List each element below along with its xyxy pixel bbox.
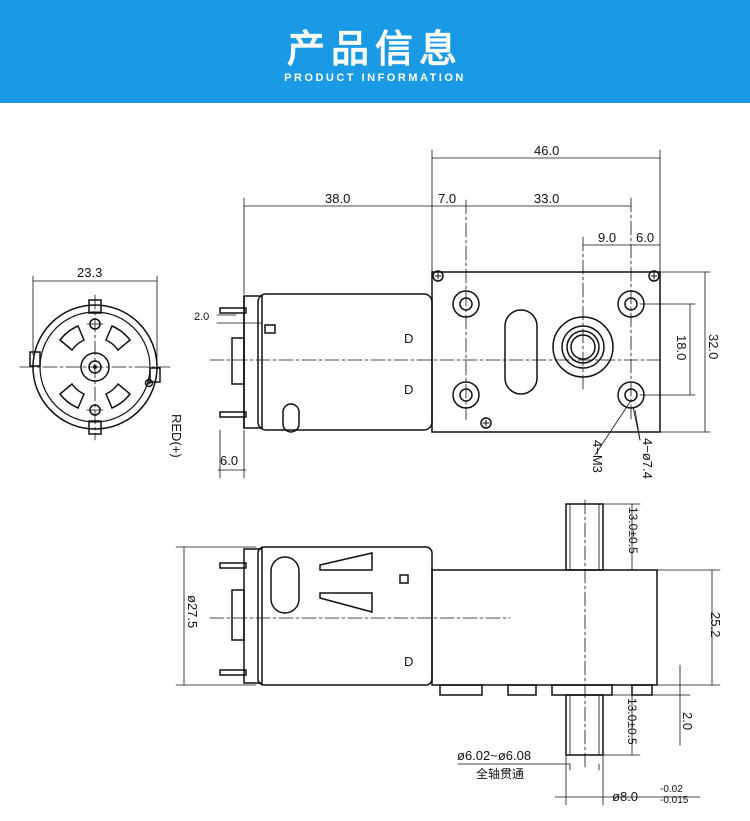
shaft-bottom (565, 694, 604, 756)
dim-total-length: 46.0 (534, 143, 559, 158)
dim-motor-diameter-top: 23.3 (77, 265, 102, 280)
dim-shaft-top-length: 13.0±0.5 (626, 507, 640, 554)
motor-end-view (19, 275, 171, 441)
dim-bore-diameter: ø6.02~ø6.08 (457, 748, 531, 763)
dim-mount-screw: 4−M3 (590, 440, 605, 473)
dim-motor-length: 38.0 (325, 191, 350, 206)
terminal-mark-1: D (404, 331, 413, 346)
dim-mount-hole: 4−ø7.4 (640, 438, 655, 479)
terminal-mark-2: D (404, 382, 413, 397)
motor-endcap (243, 295, 263, 429)
dim-hole-spacing: 33.0 (534, 191, 559, 206)
label-through-shaft: 全轴贯通 (476, 766, 524, 781)
dim-hole-to-edge: 6.0 (636, 230, 654, 245)
page-title: 产品信息 (286, 27, 463, 71)
side-gearbox (431, 569, 658, 686)
dim-motor-diameter: ø27.5 (185, 595, 200, 628)
page-subtitle: PRODUCT INFORMATION (284, 72, 466, 84)
dim-shaft-bottom-length: 13.0±0.5 (625, 698, 639, 745)
top-view (209, 149, 711, 479)
terminal-mark-3: D (404, 654, 413, 669)
header-banner: 产品信息 PRODUCT INFORMATION (0, 0, 750, 103)
shaft-top (565, 503, 604, 571)
dim-terminal-offset: 2.0 (194, 311, 209, 323)
dim-shaft-tol-lower: -0.015 (660, 795, 689, 806)
dim-shaft-to-hole: 9.0 (598, 230, 616, 245)
gearbox-slot (504, 309, 538, 395)
technical-drawing: 23.3 46.0 38.0 7.0 33.0 9.0 6.0 2.0 6.0 … (19, 143, 723, 806)
dim-shaft-tol-upper: -0.02 (660, 784, 683, 795)
dim-standoff: 2.0 (680, 712, 695, 730)
dim-gearbox-depth: 25.2 (708, 612, 723, 637)
dim-terminal-width: 6.0 (220, 453, 238, 468)
side-view (175, 499, 721, 806)
dim-gearbox-offset: 7.0 (438, 191, 456, 206)
motor-slot (282, 403, 300, 433)
dim-gearbox-height: 32.0 (706, 334, 721, 359)
gearbox-plate (431, 271, 661, 433)
dim-hole-vertical: 18.0 (674, 335, 689, 360)
label-red-terminal: RED(+) (169, 414, 184, 458)
red-terminal-marker (144, 378, 154, 388)
dim-shaft-diameter: ø8.0 (612, 789, 638, 804)
